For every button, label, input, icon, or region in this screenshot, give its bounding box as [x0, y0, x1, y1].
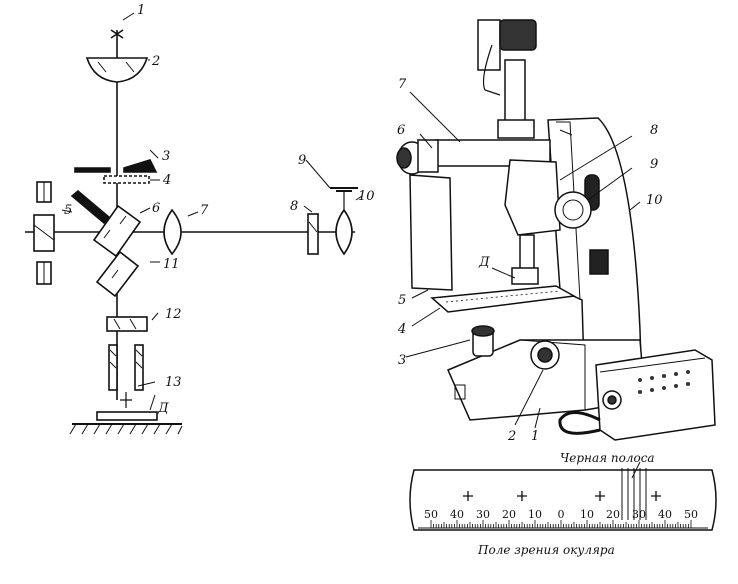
schematic-labels: 1 2 3 4 5 6 7 8 9 10 11 12 13 Д [64, 3, 375, 416]
eyepiece-window [409, 469, 717, 531]
objective-right [134, 344, 144, 391]
scale-label: 50 [684, 508, 698, 521]
schematic-label-4: 4 [162, 173, 171, 188]
sample-holder [511, 267, 539, 285]
objective-left [108, 344, 118, 391]
diaphragm-left [74, 167, 111, 173]
schematic-label-10: 10 [358, 189, 375, 204]
black-stripe [621, 461, 647, 520]
scale-label: 50 [424, 508, 438, 521]
schematic-label-3: 3 [162, 149, 170, 164]
scale-label: 40 [450, 508, 464, 521]
schematic-label-5: 5 [64, 203, 72, 218]
sample [96, 411, 158, 421]
horizontal-tube [434, 139, 551, 167]
schematic-label-11: 11 [163, 257, 180, 272]
lens-10 [335, 208, 353, 256]
mirror-black [70, 189, 112, 225]
schematic-label-12: 12 [165, 307, 182, 322]
element-11 [95, 250, 140, 298]
optical-schematic [25, 12, 363, 435]
schematic-label-9: 9 [298, 153, 306, 168]
top-camera [499, 19, 537, 51]
knob-9 [554, 191, 592, 229]
scale-label: 20 [606, 508, 620, 521]
diaphragm-right [123, 159, 158, 173]
objective-pillar [519, 234, 535, 271]
eyepiece-field-caption: Поле зрения окуляра [477, 543, 615, 557]
schematic-label-7: 7 [200, 203, 209, 218]
beam-splitter-6 [92, 204, 142, 258]
element-9 [330, 187, 358, 192]
instrument-label-8: 8 [650, 123, 658, 138]
instrument-labels: 7 6 8 9 10 Д 5 4 3 2 1 [397, 77, 663, 444]
field-crosses [463, 491, 661, 501]
schematic-label-8: 8 [290, 199, 298, 214]
eyepiece-scale: 50 40 30 20 10 0 10 20 30 40 50 [424, 508, 698, 521]
schematic-label-1: 1 [137, 3, 145, 18]
element-12 [106, 316, 148, 332]
top-attachment [477, 19, 501, 71]
instrument-label-10: 10 [646, 193, 663, 208]
schematic-label-13: 13 [165, 375, 182, 390]
scale-label: 10 [580, 508, 594, 521]
schematic-label-6: 6 [152, 201, 160, 216]
instrument-label-5: 5 [398, 293, 406, 308]
scale-label: 30 [476, 508, 490, 521]
instrument-label-7: 7 [398, 77, 407, 92]
instrument-drawing [396, 19, 716, 441]
instrument-label-4: 4 [397, 322, 406, 337]
scale-label: 10 [528, 508, 542, 521]
instrument-label-6: 6 [397, 123, 405, 138]
instrument-label-3: 3 [398, 353, 406, 368]
lens-2 [85, 57, 149, 83]
microscope-body [504, 159, 561, 236]
stage-4 [430, 285, 577, 313]
scale-ticks [430, 520, 692, 528]
light-source-mark [110, 29, 124, 39]
plate-4 [103, 175, 150, 184]
schematic-label-d: Д [157, 401, 169, 416]
element-8 [307, 213, 319, 255]
eyepiece-field: Черная полоса 50 40 30 20 10 0 10 20 30 … [409, 451, 717, 557]
instrument-label-d: Д [478, 255, 490, 270]
column-slot-bottom [589, 249, 609, 275]
instrument-label-9: 9 [650, 157, 658, 172]
scale-label: 40 [658, 508, 672, 521]
plate-5 [409, 174, 453, 291]
scale-label: 0 [558, 508, 565, 521]
lens-7 [163, 208, 182, 256]
scale-label: 30 [632, 508, 646, 521]
instrument-label-2: 2 [507, 429, 516, 444]
instrument-label-1: 1 [531, 429, 539, 444]
black-stripe-caption: Черная полоса [560, 451, 655, 465]
schematic-label-2: 2 [151, 54, 160, 69]
scale-label: 20 [502, 508, 516, 521]
